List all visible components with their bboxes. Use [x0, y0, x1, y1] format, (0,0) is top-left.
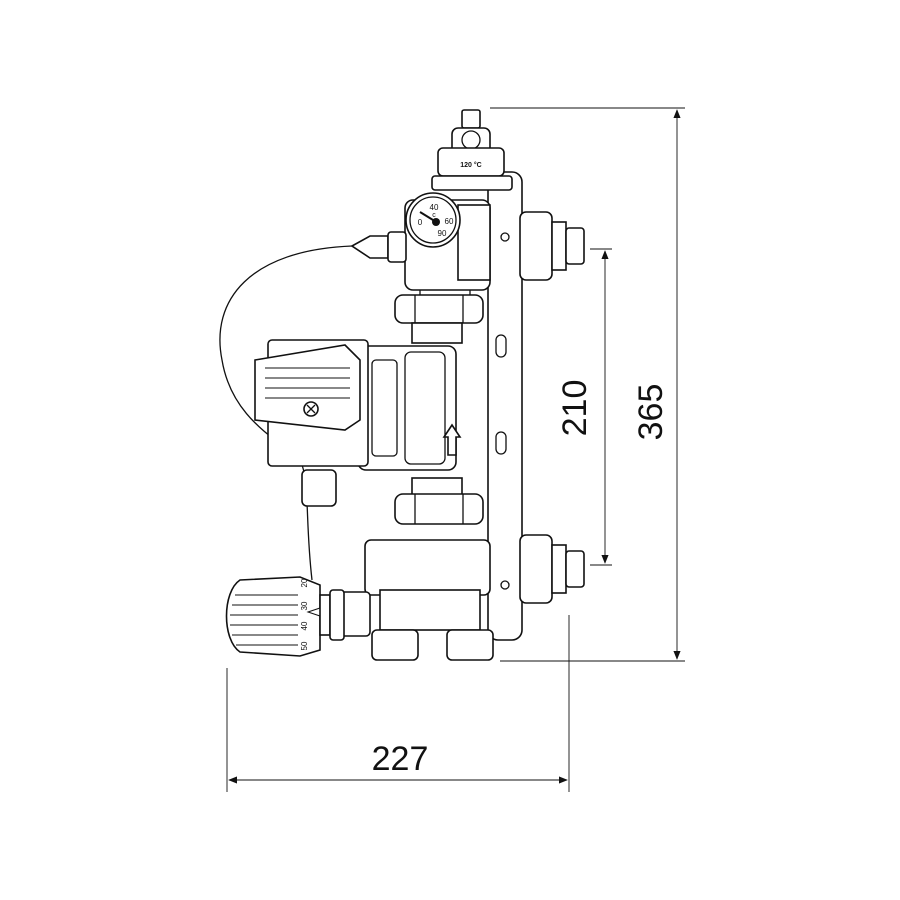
thermometer-gauge: 0 40 60 90 c: [405, 192, 461, 248]
gauge-tick-0: 0: [418, 218, 423, 227]
upper-union-nut: [394, 294, 484, 344]
thermostatic-head: 20 30 40 50: [225, 576, 345, 657]
thermostat-scale-30: 30: [300, 601, 309, 610]
lower-port-left: [371, 629, 419, 661]
dimension-label-227: 227: [372, 740, 429, 778]
thermostat-scale-20: 20: [300, 578, 309, 587]
pump-control-head: [254, 344, 361, 431]
flow-direction-arrow-icon: [442, 423, 462, 456]
upper-outlet-fitting: [519, 211, 585, 281]
dimension-label-365: 365: [632, 384, 670, 441]
dimension-label-210: 210: [556, 380, 594, 437]
circulation-pump: [254, 339, 462, 507]
lower-port-right: [446, 629, 494, 661]
dimension-365: 365: [490, 107, 685, 662]
vent-cap: [461, 109, 481, 129]
gauge-tick-40: 40: [430, 203, 439, 212]
lower-return-fitting: [519, 534, 585, 604]
air-vent: 120 °C: [431, 109, 513, 191]
gauge-needle: [419, 211, 434, 221]
dimension-210: 210: [556, 248, 612, 566]
thermostat-scale-50: 50: [300, 641, 309, 650]
manifold-bracket: [487, 171, 523, 641]
lower-union-nut: [394, 477, 484, 525]
sensor-pocket: [350, 231, 407, 263]
thermostat-scale-40: 40: [300, 621, 309, 630]
mixing-valve: [329, 539, 494, 661]
cable-gland: [301, 469, 337, 507]
gauge-tick-90: 90: [438, 229, 447, 238]
pump-volute: [357, 345, 457, 471]
dimension-227: 227: [226, 615, 570, 792]
gauge-unit: c: [432, 212, 436, 219]
max-temp-label: 120 °C: [460, 161, 481, 169]
gauge-tick-60: 60: [445, 217, 454, 226]
